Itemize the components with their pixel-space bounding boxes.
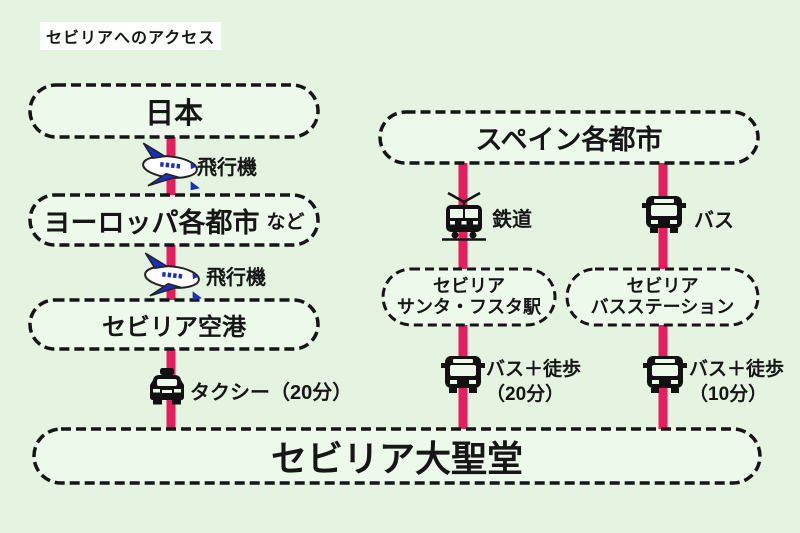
- node-outline-spain: [378, 110, 760, 165]
- node-outline-bus-station: [565, 267, 760, 327]
- bus-icon: [643, 356, 687, 393]
- node-japan-label: 日本: [144, 98, 203, 130]
- node-europe-suffix: など: [266, 211, 305, 233]
- node-europe-label: ヨーロッパ各都市: [43, 207, 260, 238]
- transport-label-flight-1: 飛行機: [197, 157, 257, 179]
- transport-label-bus: バス: [694, 210, 734, 232]
- transport-label-taxi: タクシー（20分）: [190, 382, 353, 404]
- node-outline-japan: [28, 83, 320, 139]
- transport-label-bus-walk-20: バス＋徒歩 （20分）: [486, 358, 581, 407]
- bus-icon: [441, 356, 485, 393]
- bus-walk-10-line1: バス＋徒歩: [689, 359, 785, 380]
- node-outline-airport: [28, 298, 320, 351]
- train-icon: [442, 191, 486, 241]
- node-cathedral-label: セビリア大聖堂: [270, 438, 523, 479]
- node-outline-santa-justa: [381, 267, 557, 327]
- node-santa-justa-line2: サンタ・フスタ駅: [397, 297, 541, 317]
- bus-icon: [642, 196, 686, 233]
- page-title: セビリアへのアクセス: [40, 22, 222, 50]
- node-santa-justa: セビリア サンタ・フスタ駅: [383, 269, 555, 325]
- bus-walk-10-line2: （10分）: [689, 383, 768, 405]
- transport-label-flight-2: 飛行機: [206, 267, 266, 289]
- node-cathedral: セビリア大聖堂: [34, 429, 760, 483]
- taxi-icon: [150, 368, 184, 405]
- node-spain-label: スペイン各都市: [475, 125, 663, 155]
- transport-label-train: 鉄道: [492, 209, 532, 231]
- node-japan: 日本: [30, 85, 318, 137]
- node-bus-station: セビリア バスステーション: [567, 269, 758, 325]
- node-outline-cathedral: [32, 427, 762, 485]
- node-airport-label: セビリア空港: [102, 314, 246, 341]
- node-bus-station-line1: セビリア: [626, 276, 699, 297]
- node-spain: スペイン各都市: [380, 112, 758, 163]
- node-europe: ヨーロッパ各都市 など: [30, 195, 318, 245]
- bus-walk-20-line2: （20分）: [486, 383, 565, 405]
- bus-walk-20-line1: バス＋徒歩: [486, 359, 582, 380]
- node-bus-station-line2: バスステーション: [590, 297, 735, 317]
- node-santa-justa-line1: セビリア: [433, 276, 505, 297]
- node-airport: セビリア空港: [30, 300, 318, 349]
- transport-label-bus-walk-10: バス＋徒歩 （10分）: [689, 358, 784, 407]
- node-outline-europe: [28, 193, 320, 247]
